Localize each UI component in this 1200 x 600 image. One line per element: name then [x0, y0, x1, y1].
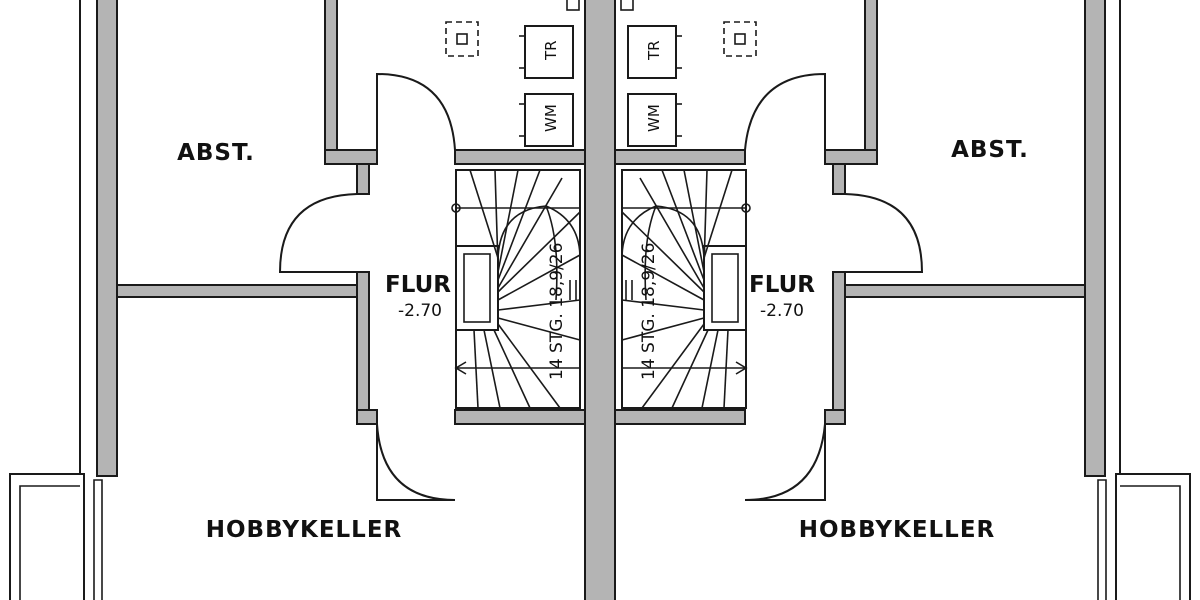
right-washer: WM — [627, 93, 682, 147]
left-hallway-level: -2.70 — [398, 301, 442, 321]
right-hallway-level: -2.70 — [760, 301, 804, 321]
left-stair-bottom-wall — [454, 409, 586, 425]
right-dryer-label: TR — [645, 40, 663, 61]
left-stair-treads — [469, 169, 581, 409]
right-hall-wall-upper — [832, 163, 846, 195]
left-hobby-label: HOBBYKELLER — [206, 517, 403, 543]
left-laundry-wall — [324, 0, 338, 151]
right-washer-label: WM — [645, 104, 663, 132]
left-storage-door — [278, 193, 358, 273]
right-stair-treads — [621, 169, 733, 409]
party-wall — [584, 0, 616, 600]
right-dryer: TR — [627, 25, 682, 79]
left-dryer-label: TR — [542, 40, 560, 61]
left-hall-bottom-stub — [356, 409, 378, 425]
left-laundry-door — [376, 72, 456, 151]
appliances-left: TR WM — [445, 0, 580, 147]
right-stair-top-wall — [614, 149, 746, 165]
outer-frame — [9, 0, 1191, 600]
left-washer-label: WM — [542, 104, 560, 132]
right-stair-eye — [703, 245, 747, 331]
left-hall-wall-lower — [356, 271, 370, 425]
left-hallway-label: FLUR — [385, 272, 451, 298]
right-hall-wall-lower — [832, 271, 846, 425]
left-washer: WM — [519, 93, 574, 147]
left-stair-eye — [455, 245, 499, 331]
left-stair-top-wall — [454, 149, 586, 165]
right-drain-icon — [723, 21, 757, 57]
left-outer-wall — [96, 0, 118, 477]
left-laundry-wall-bottom — [324, 149, 378, 165]
left-stair-label: 14 STG. 18,9/26 — [547, 243, 567, 380]
right-tap-icon — [620, 0, 634, 11]
right-stair-bottom-wall — [614, 409, 746, 425]
right-hall-bottom-stub — [824, 409, 846, 425]
right-hobby-door — [744, 423, 826, 501]
right-room-divider — [844, 284, 1086, 298]
appliances-right: TR WM — [620, 0, 757, 147]
right-staircase: 14 STG. 18,9/26 — [621, 169, 751, 409]
right-laundry-door — [744, 72, 826, 151]
right-laundry-wall — [864, 0, 878, 151]
right-stair-label: 14 STG. 18,9/26 — [639, 243, 659, 380]
right-hallway-label: FLUR — [749, 272, 815, 298]
doors — [278, 72, 924, 501]
left-drain-icon — [445, 21, 479, 57]
left-tap-icon — [566, 0, 580, 11]
left-storage-label: ABST. — [177, 140, 255, 166]
room-labels: ABST. FLUR -2.70 HOBBYKELLER ABST. FLUR … — [177, 137, 1029, 543]
right-laundry-wall-bottom — [824, 149, 878, 165]
right-storage-door — [844, 193, 924, 273]
walls — [96, 0, 1106, 600]
left-hobby-door — [376, 423, 456, 501]
left-room-divider — [116, 284, 358, 298]
left-dryer: TR — [519, 25, 574, 79]
right-storage-label: ABST. — [951, 137, 1029, 163]
left-staircase: 14 STG. 18,9/26 — [451, 169, 581, 409]
right-outer-wall — [1084, 0, 1106, 477]
right-hobby-label: HOBBYKELLER — [799, 517, 996, 543]
left-hall-wall-upper — [356, 163, 370, 195]
